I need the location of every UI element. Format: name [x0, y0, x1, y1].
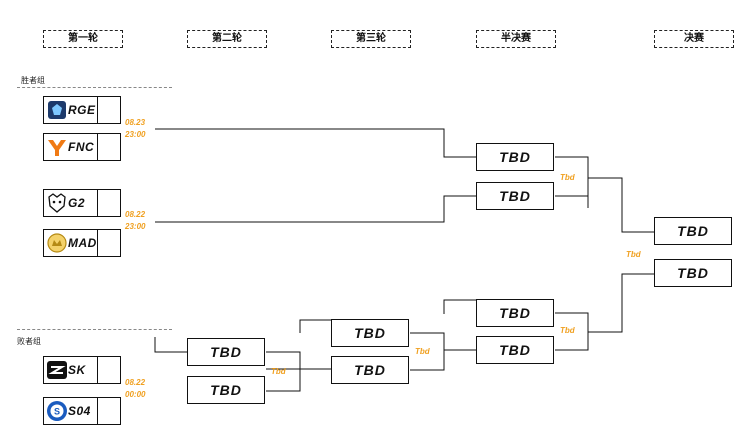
final-time: Tbd	[626, 250, 641, 259]
team-name: G2	[68, 196, 86, 210]
mad-logo-icon	[47, 233, 67, 253]
team-name: S04	[68, 404, 91, 418]
team-s04[interactable]: S S04	[43, 397, 121, 425]
lb-r3-time: Tbd	[415, 347, 430, 356]
lb-r2-slot-2[interactable]: TBD	[187, 376, 265, 404]
lb-r3-slot-1[interactable]: TBD	[331, 319, 409, 347]
final-header: 决赛	[654, 30, 734, 48]
losers-divider	[17, 329, 172, 330]
rge-logo-icon	[48, 101, 66, 119]
round-2-header: 第二轮	[187, 30, 267, 48]
team-name: FNC	[68, 140, 95, 154]
semi-lower-time: Tbd	[560, 326, 575, 335]
semi-upper-slot-2[interactable]: TBD	[476, 182, 554, 210]
losers-group-label: 败者组	[17, 337, 41, 346]
score-box	[97, 190, 120, 216]
team-name: RGE	[68, 103, 96, 117]
g2-logo-icon	[48, 193, 66, 213]
lb-r2-time: Tbd	[271, 367, 286, 376]
semi-lower-slot-2[interactable]: TBD	[476, 336, 554, 364]
round-1-header: 第一轮	[43, 30, 123, 48]
final-slot-2[interactable]: TBD	[654, 259, 732, 287]
semi-upper-time: Tbd	[560, 173, 575, 182]
team-name: MAD	[68, 236, 97, 250]
winners-group-label: 胜者组	[21, 76, 45, 85]
semi-lower-slot-1[interactable]: TBD	[476, 299, 554, 327]
score-box	[97, 134, 120, 160]
team-mad[interactable]: MAD	[43, 229, 121, 257]
final-slot-1[interactable]: TBD	[654, 217, 732, 245]
score-box	[97, 230, 120, 256]
semi-upper-slot-1[interactable]: TBD	[476, 143, 554, 171]
svg-text:S: S	[54, 407, 60, 417]
lb-r3-slot-2[interactable]: TBD	[331, 356, 409, 384]
team-g2[interactable]: G2	[43, 189, 121, 217]
score-box	[97, 398, 120, 424]
winners-divider	[17, 87, 172, 88]
team-fnc[interactable]: FNC	[43, 133, 121, 161]
sk-logo-icon	[47, 361, 67, 379]
lb-r2-slot-1[interactable]: TBD	[187, 338, 265, 366]
team-rge[interactable]: RGE	[43, 96, 121, 124]
round-3-header: 第三轮	[331, 30, 411, 48]
team-sk[interactable]: SK	[43, 356, 121, 384]
semifinal-header: 半决赛	[476, 30, 556, 48]
team-name: SK	[68, 363, 86, 377]
score-box	[97, 357, 120, 383]
score-box	[97, 97, 120, 123]
s04-logo-icon: S	[47, 401, 67, 421]
fnc-logo-icon	[48, 140, 66, 156]
